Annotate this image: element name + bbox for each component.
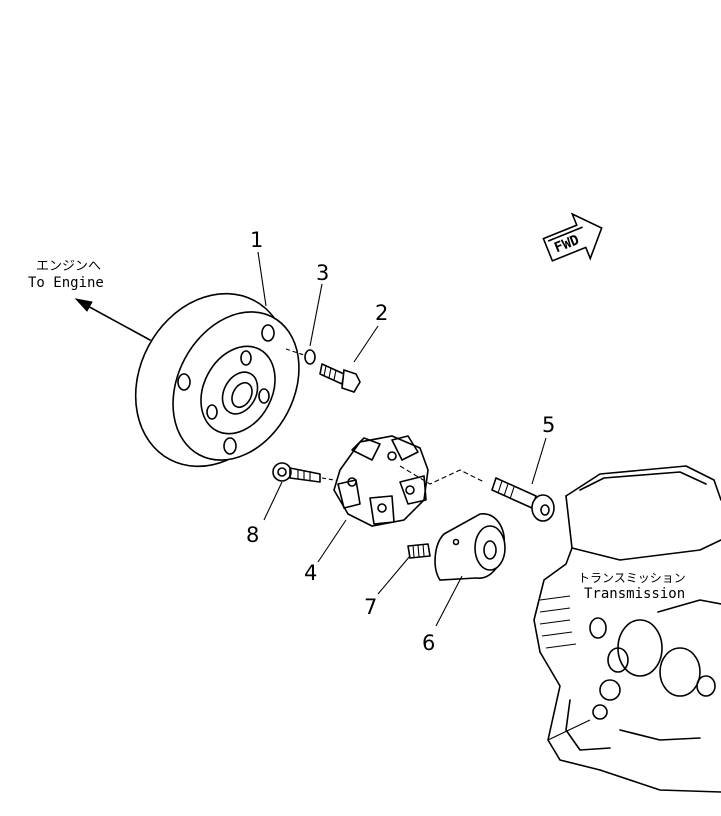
part-7-set-screw bbox=[407, 543, 431, 559]
callout-7: 7 bbox=[364, 595, 377, 619]
to-engine-label-jp: エンジンへ bbox=[36, 259, 101, 274]
callout-5: 5 bbox=[542, 413, 555, 437]
transmission-housing bbox=[533, 465, 721, 793]
callout-1: 1 bbox=[250, 228, 263, 252]
transmission-label-en: Transmission bbox=[584, 586, 685, 602]
part-8-bolt bbox=[272, 462, 341, 483]
callout-3: 3 bbox=[316, 261, 329, 285]
to-engine-label-en: To Engine bbox=[28, 275, 104, 291]
callout-8: 8 bbox=[246, 523, 259, 547]
transmission-label-jp: トランスミッション bbox=[578, 571, 686, 585]
leader-lines bbox=[257, 251, 547, 627]
part-5-bolt bbox=[491, 477, 555, 522]
part-6-hub bbox=[434, 513, 506, 581]
part-1-flange bbox=[134, 292, 300, 468]
fwd-arrow: FWD bbox=[542, 212, 603, 262]
part-4-coupling-element bbox=[333, 435, 485, 527]
callout-4: 4 bbox=[304, 561, 317, 585]
to-engine-arrow bbox=[74, 298, 151, 341]
callout-6: 6 bbox=[422, 631, 435, 655]
callout-2: 2 bbox=[375, 301, 388, 325]
part-2-bolt bbox=[319, 363, 361, 393]
part-3-washer bbox=[285, 348, 316, 365]
